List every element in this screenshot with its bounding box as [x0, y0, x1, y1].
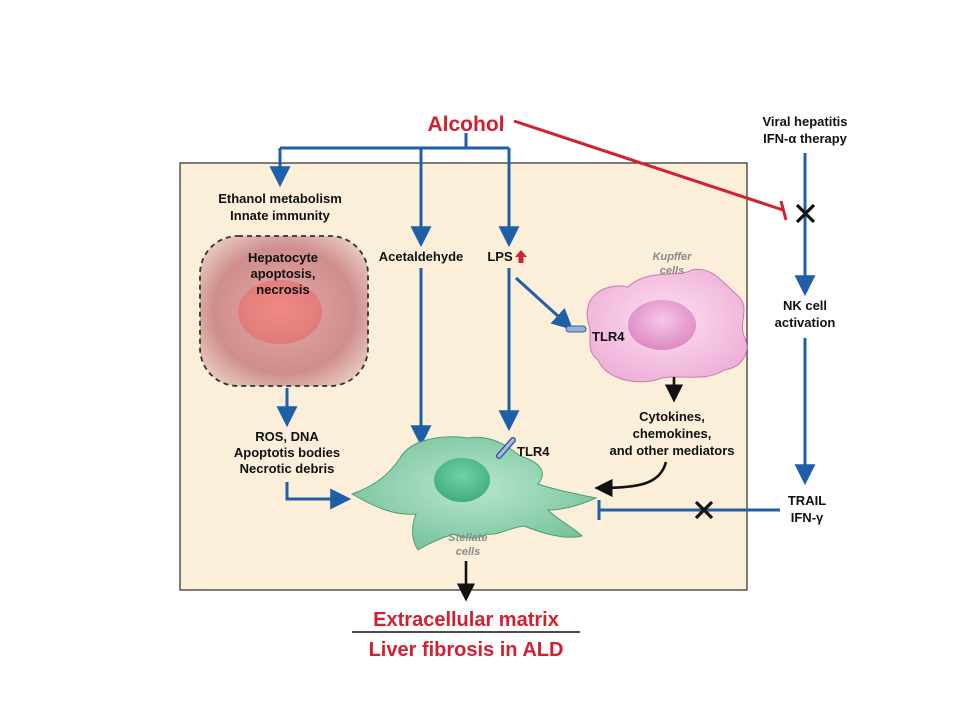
tlr4-receptor-icon: [565, 325, 587, 333]
cytokines-label: Cytokines, chemokines, and other mediato…: [610, 409, 735, 458]
lps-label: LPS: [487, 249, 513, 264]
stellate-caption: Stellate cells: [448, 532, 487, 558]
svg-text:apoptosis,: apoptosis,: [250, 266, 315, 281]
svg-text:Cytokines,: Cytokines,: [639, 409, 705, 424]
acetaldehyde-label: Acetaldehyde: [379, 249, 464, 264]
inhibition-bar-icon: [779, 200, 788, 221]
cytokines-to-stellate-arrow: [594, 461, 668, 498]
svg-text:IFN-α therapy: IFN-α therapy: [763, 131, 848, 146]
stellate-nucleus: [434, 458, 490, 502]
kupffer-caption: Kupffer cells: [653, 251, 693, 277]
svg-text:chemokines,: chemokines,: [633, 426, 712, 441]
hepatocyte-nucleus: [238, 280, 322, 344]
svg-text:Necrotic debris: Necrotic debris: [240, 461, 335, 476]
svg-text:Kupffer: Kupffer: [653, 251, 693, 263]
svg-text:Viral hepatitis: Viral hepatitis: [762, 114, 847, 129]
hepatocyte-label: Hepatocyte apoptosis, necrosis: [248, 250, 318, 297]
svg-text:Ethanol metabolism: Ethanol metabolism: [218, 191, 342, 206]
svg-text:activation: activation: [775, 315, 836, 330]
kupffer-nucleus: [628, 300, 696, 350]
trail-label: TRAIL IFN-γ: [788, 493, 826, 525]
kupffer-tlr4-label: TLR4: [592, 329, 625, 344]
tlr4-receptor-icon: [496, 437, 516, 459]
svg-text:Hepatocyte: Hepatocyte: [248, 250, 318, 265]
svg-text:cells: cells: [456, 546, 480, 558]
svg-text:and other mediators: and other mediators: [610, 443, 735, 458]
inhibition-x-icon: [694, 500, 714, 520]
kupffer-cell: [586, 268, 748, 383]
hepatocyte-cell: [199, 235, 369, 387]
lps-to-kupffer-arrow: [514, 276, 574, 330]
ros-label: ROS, DNA Apoptotis bodies Necrotic debri…: [234, 429, 340, 476]
svg-text:Liver fibrosis in ALD: Liver fibrosis in ALD: [369, 639, 564, 661]
alcohol-branch-arrows: [269, 133, 520, 248]
outcome-label: Extracellular matrix Liver fibrosis in A…: [369, 609, 564, 661]
svg-text:necrosis: necrosis: [256, 282, 309, 297]
svg-text:cells: cells: [660, 265, 684, 277]
inhibition-x-icon: [795, 203, 816, 224]
nk-activation-label: NK cell activation: [775, 298, 836, 330]
alcohol-label: Alcohol: [428, 113, 505, 136]
svg-text:Apoptotis bodies: Apoptotis bodies: [234, 445, 340, 460]
nk-pathway-arrows: [597, 153, 816, 520]
svg-text:Stellate: Stellate: [448, 532, 487, 544]
up-arrow-icon: [515, 250, 527, 263]
svg-text:IFN-γ: IFN-γ: [791, 510, 824, 525]
svg-text:TRAIL: TRAIL: [788, 493, 826, 508]
viral-hepatitis-label: Viral hepatitis IFN-α therapy: [762, 114, 847, 146]
stellate-cell: [350, 436, 598, 551]
svg-text:Innate immunity: Innate immunity: [230, 208, 330, 223]
stellate-tlr4-label: TLR4: [517, 444, 550, 459]
svg-text:ROS, DNA: ROS, DNA: [255, 429, 319, 444]
svg-text:Extracellular matrix: Extracellular matrix: [373, 609, 559, 631]
ros-to-stellate-arrow: [285, 482, 352, 510]
ethanol-label: Ethanol metabolism Innate immunity: [218, 191, 342, 223]
alcohol-inhibition-line: [513, 119, 784, 212]
svg-text:NK cell: NK cell: [783, 298, 827, 313]
